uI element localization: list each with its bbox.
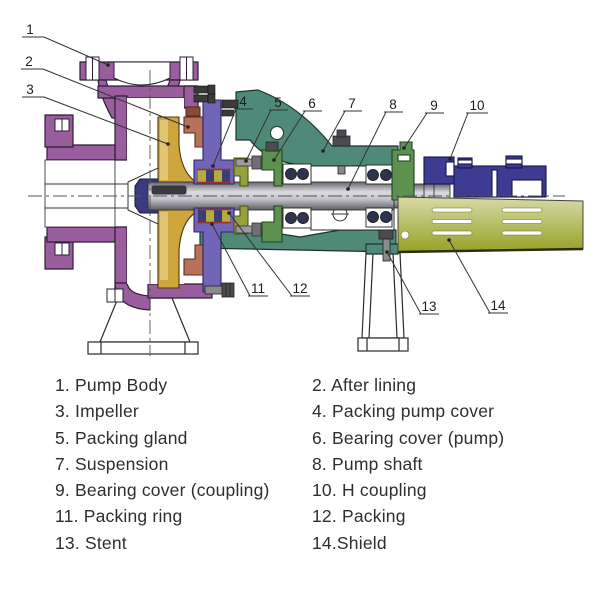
h-coupling [423,155,547,198]
callout-number-5: 5 [274,95,282,110]
packing-ring [193,207,235,293]
callout-number-2: 2 [25,54,33,69]
callouts [21,36,508,315]
foot-bolt [378,229,394,262]
callout-5 [244,109,288,163]
casing-stud-bolts [193,84,239,117]
legend-item: 8. Pump shaft [312,453,423,474]
suction-bore-lines [45,183,128,209]
callout-number-12: 12 [292,281,307,296]
callout-6 [272,110,322,162]
packing [197,168,231,224]
callout-14 [447,238,508,314]
callout-number-4: 4 [239,94,247,109]
callout-2 [21,68,190,129]
packing-pump-cover [193,99,235,293]
legend-item: 6. Bearing cover (pump) [312,427,505,448]
callout-4 [211,108,253,168]
legend-item: 7. Suspension [55,453,169,474]
callout-11 [210,222,268,297]
legend: 1. Pump Body 2. After lining 3. Impeller… [0,372,600,556]
stent [357,252,409,352]
callout-number-10: 10 [469,98,484,113]
legend-item: 9. Bearing cover (coupling) [55,480,270,501]
callout-3 [22,96,170,146]
bearing-cover-coupling [391,141,415,201]
legend-item: 10. H coupling [312,480,427,501]
discharge-opening [113,61,171,86]
keyway [151,185,187,195]
callout-number-13: 13 [421,299,436,314]
lifting-hole [270,126,284,140]
callout-number-1: 1 [26,22,34,37]
callout-7 [321,110,362,153]
callout-number-3: 3 [26,82,34,97]
legend-item: 11. Packing ring [55,506,183,527]
shield [397,196,584,254]
callout-1 [22,36,110,67]
callout-13 [385,250,439,315]
callout-number-14: 14 [490,298,506,313]
callout-number-7: 7 [348,96,356,111]
callout-number-11: 11 [251,281,265,296]
callout-number-6: 6 [308,96,316,111]
callout-9 [402,112,444,150]
centerlines [28,70,565,356]
callout-10 [448,112,488,161]
legend-item: 13. Stent [55,532,127,553]
legend-item: 14.Shield [312,532,387,553]
legend-item: 1. Pump Body [55,375,168,395]
bottom-hex-bolt [204,282,235,298]
callout-numbers: 1 2 3 4 5 6 7 8 9 10 11 12 13 14 [25,22,506,314]
callout-8 [346,111,403,191]
legend-item: 12. Packing [312,506,406,527]
callout-12 [227,211,310,297]
legend-item: 3. Impeller [55,401,139,422]
callout-number-9: 9 [430,98,438,113]
pump-base-stand [87,297,199,355]
flange-bolts [54,56,194,303]
shield-vents [400,207,543,240]
pump-cross-section: 1 2 3 4 5 6 7 8 9 10 11 12 13 14 [21,22,584,356]
legend-item: 4. Packing pump cover [312,401,495,422]
legend-item: 5. Packing gland [55,427,188,448]
bearing-cover-pump [261,141,283,243]
legend-item: 2. After lining [312,375,417,395]
gland-bolts [235,155,262,237]
callout-number-8: 8 [389,97,397,112]
impeller-highlight [160,120,168,280]
oil-filler-cap [332,129,351,175]
